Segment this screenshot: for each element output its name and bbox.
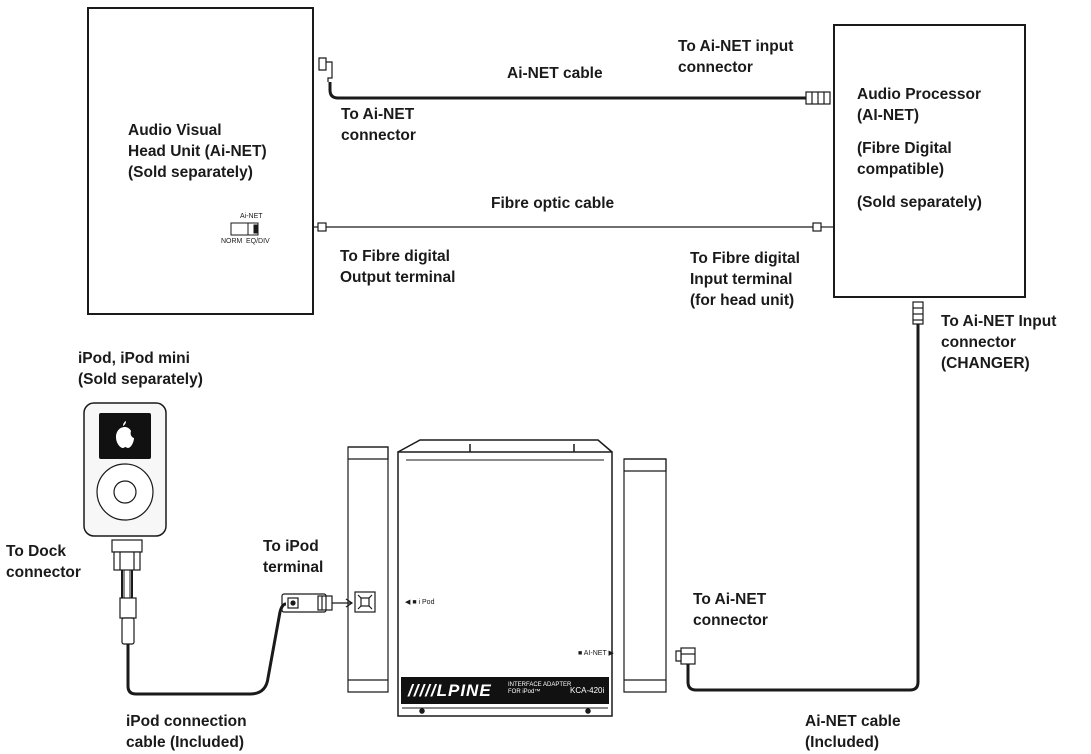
to-ainet-input-connector-label: To Ai-NET input connector (678, 36, 793, 78)
ipod-cable-plug (281, 593, 354, 613)
ipod-line-2: (Sold separately) (78, 371, 203, 388)
adapter-subtitle: INTERFACE ADAPTER FOR iPod™ (508, 682, 571, 696)
adapter-subtitle-line-1: INTERFACE ADAPTER (508, 682, 572, 688)
adapter-right-flange (623, 458, 667, 693)
switch-top-label: Ai-NET (240, 213, 263, 220)
head-unit-line-3: (Sold separately) (128, 164, 253, 181)
audio-processor-label: Audio Processor (AI-NET) (Fibre Digital … (857, 84, 982, 213)
head-unit-label: Audio Visual Head Unit (Ai-NET) (Sold se… (128, 120, 267, 183)
audio-processor-line-1: Audio Processor (857, 86, 982, 103)
ipod-label: iPod, iPod mini (Sold separately) (78, 348, 203, 390)
switch-right-label: EQ/DIV (246, 238, 270, 245)
to-ainet-connector-adapter-line-2: connector (693, 612, 768, 629)
to-dock-connector-line-1: To Dock (6, 543, 66, 560)
audio-processor-line-7: (Sold separately) (857, 194, 982, 211)
adapter-ainet-port-label: ■ AI-NET ▶ (578, 650, 614, 657)
to-fibre-input-line-1: To Fibre digital (690, 250, 800, 267)
head-unit-box (87, 7, 314, 315)
adapter-left-flange (347, 446, 389, 693)
to-ainet-connector-head-label: To Ai-NET connector (341, 104, 416, 146)
adapter-subtitle-line-2: FOR iPod™ (508, 689, 541, 695)
ipod-connection-cable-line-1: iPod connection (126, 713, 247, 730)
to-ainet-input-changer-label: To Ai-NET Input connector (CHANGER) (941, 311, 1056, 374)
to-ainet-input-connector-line-1: To Ai-NET input (678, 38, 794, 55)
head-unit-line-2: Head Unit (Ai-NET) (128, 143, 267, 160)
ainet-switch (230, 222, 259, 236)
to-ainet-connector-adapter-line-1: To Ai-NET (693, 591, 767, 608)
to-ainet-input-connector-line-2: connector (678, 59, 753, 76)
to-ainet-input-changer-line-2: connector (941, 334, 1016, 351)
audio-processor-box (833, 24, 1026, 298)
to-ainet-input-changer-line-3: (CHANGER) (941, 355, 1030, 372)
apple-logo-icon (116, 421, 134, 448)
adapter-model: KCA-420i (570, 686, 605, 695)
to-ipod-terminal-line-2: terminal (263, 559, 324, 576)
to-ainet-connector-head-line-1: To Ai-NET (341, 106, 415, 123)
head-unit-line-1: Audio Visual (128, 122, 222, 139)
to-fibre-input-label: To Fibre digital Input terminal (for hea… (690, 248, 800, 311)
to-ainet-connector-adapter-label: To Ai-NET connector (693, 589, 768, 631)
audio-processor-line-4: (Fibre Digital (857, 140, 952, 157)
adapter-ipod-port (354, 591, 376, 613)
audio-processor-gap-2 (857, 180, 982, 192)
to-fibre-output-line-2: Output terminal (340, 269, 456, 286)
to-dock-connector-line-2: connector (6, 564, 81, 581)
ainet-cable-included-label: Ai-NET cable (Included) (805, 711, 901, 753)
ipod-line-1: iPod, iPod mini (78, 350, 190, 367)
ainet-cable-top (318, 57, 831, 105)
to-ipod-terminal-label: To iPod terminal (263, 536, 323, 578)
to-ainet-connector-head-line-2: connector (341, 127, 416, 144)
ainet-cable-included-line-2: (Included) (805, 734, 880, 751)
to-ipod-terminal-line-1: To iPod (263, 538, 319, 555)
ipod-connection-cable-line-2: cable (Included) (126, 734, 244, 751)
to-ainet-input-changer-line-1: To Ai-NET Input (941, 313, 1057, 330)
to-fibre-input-line-2: Input terminal (690, 271, 793, 288)
to-fibre-input-line-3: (for head unit) (690, 292, 795, 309)
to-dock-connector-label: To Dock connector (6, 541, 81, 583)
ainet-cable-included-line-1: Ai-NET cable (805, 713, 901, 730)
ipod-device (83, 402, 167, 537)
fibre-optic-cable (313, 222, 834, 232)
audio-processor-line-5: compatible) (857, 161, 944, 178)
switch-left-label: NORM (221, 238, 243, 245)
ainet-cable-top-label: Ai-NET cable (507, 65, 603, 82)
fibre-optic-cable-label: Fibre optic cable (491, 195, 615, 212)
ipod-connection-cable-label: iPod connection cable (Included) (126, 711, 247, 753)
to-fibre-output-label: To Fibre digital Output terminal (340, 246, 455, 288)
adapter-ipod-port-label: ◀ ■ i Pod (405, 599, 435, 606)
to-fibre-output-line-1: To Fibre digital (340, 248, 450, 265)
ipod-connection-cable (126, 602, 287, 696)
dock-connector (111, 539, 143, 652)
adapter-body (397, 439, 613, 717)
audio-processor-line-2: (AI-NET) (857, 107, 919, 124)
ainet-cable-vertical (675, 301, 924, 692)
alpine-logo: /////LPINE (408, 681, 492, 700)
audio-processor-gap-1 (857, 126, 982, 138)
